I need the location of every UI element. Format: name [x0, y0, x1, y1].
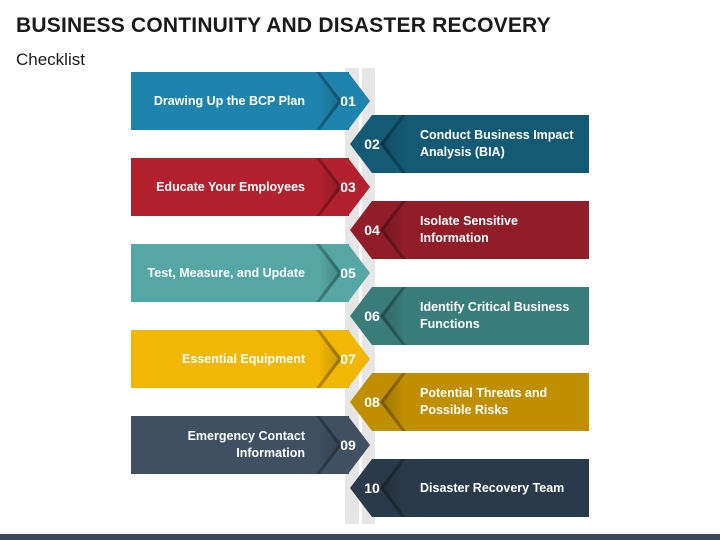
- step-label: Potential Threats and Possible Risks: [420, 386, 548, 417]
- step-number: 01: [340, 93, 356, 109]
- step-chevron-06: 06: [346, 287, 410, 345]
- step-number: 04: [364, 222, 380, 238]
- step-chevron-02: 02: [346, 115, 410, 173]
- step-band-04: Isolate Sensitive Information: [374, 201, 589, 259]
- step-label: Drawing Up the BCP Plan: [153, 93, 305, 108]
- step-band-07: Essential Equipment: [131, 330, 349, 388]
- chevron-shape: [350, 459, 402, 517]
- step-band-10: Disaster Recovery Team: [374, 459, 589, 517]
- step-label: Identify Critical Business Functions: [420, 300, 570, 331]
- chevron-shape: [320, 330, 370, 388]
- step-number: 03: [340, 179, 356, 195]
- step-chevron-10: 10: [346, 459, 410, 517]
- step-band-03: Educate Your Employees: [131, 158, 349, 216]
- step-label: Isolate Sensitive Information: [420, 214, 518, 245]
- step-number: 08: [364, 394, 380, 410]
- step-label: Disaster Recovery Team: [420, 480, 565, 495]
- step-label: Test, Measure, and Update: [147, 265, 305, 280]
- step-number: 10: [364, 480, 380, 496]
- step-label: Essential Equipment: [182, 351, 305, 366]
- step-chevron-09: 09: [312, 416, 376, 474]
- step-label: Educate Your Employees: [156, 179, 305, 194]
- step-number: 07: [340, 351, 356, 367]
- step-chevron-03: 03: [312, 158, 376, 216]
- chevron-shape: [320, 416, 370, 474]
- chevron-shape: [320, 158, 370, 216]
- step-chevron-07: 07: [312, 330, 376, 388]
- chevron-shape: [320, 244, 370, 302]
- chevron-shape: [350, 115, 402, 173]
- step-label: Emergency Contact Information: [187, 429, 305, 460]
- step-number: 06: [364, 308, 380, 324]
- page-title: BUSINESS CONTINUITY AND DISASTER RECOVER…: [16, 14, 551, 37]
- step-chevron-08: 08: [346, 373, 410, 431]
- step-label: Conduct Business Impact Analysis (BIA): [420, 128, 574, 159]
- footer-bar: [0, 534, 720, 540]
- step-number: 05: [340, 265, 356, 281]
- step-band-08: Potential Threats and Possible Risks: [374, 373, 589, 431]
- chevron-shape: [350, 201, 402, 259]
- chevron-shape: [320, 72, 370, 130]
- step-number: 09: [340, 437, 356, 453]
- page-subtitle: Checklist: [16, 50, 85, 69]
- chevron-shape: [350, 373, 402, 431]
- step-band-01: Drawing Up the BCP Plan: [131, 72, 349, 130]
- timeline-spine-line: [359, 68, 362, 524]
- step-chevron-01: 01: [312, 72, 376, 130]
- step-chevron-05: 05: [312, 244, 376, 302]
- step-chevron-04: 04: [346, 201, 410, 259]
- chevron-shape: [350, 287, 402, 345]
- step-number: 02: [364, 136, 380, 152]
